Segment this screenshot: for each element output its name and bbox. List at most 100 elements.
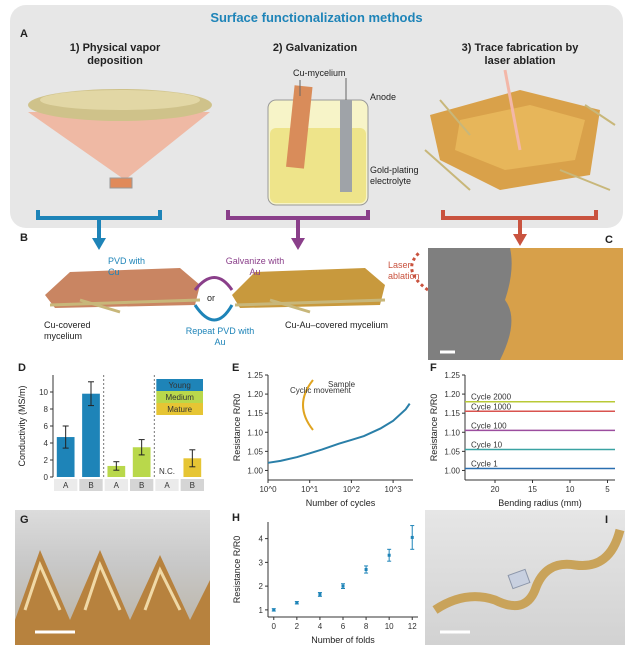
- cu-covered-label: Cu-covered mycelium: [44, 320, 91, 341]
- h-xtick-label: 10: [385, 622, 394, 631]
- cu-mycelium-label: Cu-mycelium: [293, 68, 346, 78]
- d-category-label: A: [63, 481, 69, 490]
- d-ytick-label: 4: [44, 439, 49, 448]
- h-ytick-label: 2: [259, 582, 264, 591]
- h-point: [341, 584, 345, 588]
- d-category-box: [180, 479, 204, 491]
- e-ytick-label: 1.15: [247, 409, 263, 418]
- e-ytick-label: 1.05: [247, 447, 263, 456]
- d-bar: [56, 437, 75, 477]
- anode-label: Anode: [370, 92, 397, 102]
- panel-g-illustration: [15, 550, 210, 645]
- d-bar: [107, 465, 126, 477]
- d-ytick-label: 8: [44, 405, 49, 414]
- laser-ablation-label: Laser ablation: [388, 260, 420, 281]
- panel-f-letter: F: [430, 362, 437, 374]
- cu-covered-sample: [45, 268, 200, 308]
- e-xtick-label: 10^3: [385, 485, 403, 494]
- d-bar: [132, 447, 151, 477]
- f-ylabel: Resistance R/R0: [429, 394, 439, 462]
- d-bar: [183, 458, 202, 477]
- f-ytick-label: 1.15: [444, 409, 460, 418]
- f-xtick-label: 10: [566, 485, 575, 494]
- e-xlabel: Number of cycles: [306, 498, 376, 508]
- cu-mycelium-strip: [286, 85, 313, 169]
- e-ytick-label: 1.00: [247, 466, 263, 475]
- d-legend-swatch: [156, 379, 203, 391]
- h-point: [364, 568, 368, 571]
- h-xlabel: Number of folds: [311, 635, 375, 645]
- h-point: [410, 535, 414, 539]
- f-xlabel: Bending radius (mm): [498, 498, 582, 508]
- repeat-pvd-arrow: [193, 304, 234, 322]
- d-ytick-label: 2: [44, 456, 49, 465]
- h-point: [272, 608, 276, 612]
- f-series-label: Cycle 100: [471, 421, 507, 430]
- panel-a-letter: A: [20, 28, 28, 40]
- h-xtick-label: 12: [408, 622, 417, 631]
- f-ytick-label: 1.10: [444, 428, 460, 437]
- pvd-cone: [28, 112, 210, 180]
- d-category-label: B: [139, 481, 144, 490]
- panel-d-letter: D: [18, 362, 26, 374]
- f-ytick-label: 1.20: [444, 390, 460, 399]
- panel-a-title: Surface functionalization methods: [210, 10, 423, 25]
- h-xtick-label: 4: [318, 622, 323, 631]
- cuau-covered-label: Cu-Au–covered mycelium: [285, 320, 389, 330]
- f-series-label: Cycle 1000: [471, 402, 512, 411]
- panel-b-letter: B: [20, 232, 28, 244]
- d-bar: [82, 393, 100, 477]
- d-category-label: A: [164, 481, 170, 490]
- d-legend-label: Young: [168, 381, 190, 390]
- e-xtick-label: 10^2: [343, 485, 361, 494]
- laser-beam: [503, 69, 522, 151]
- galvanize-arrow: [193, 276, 234, 291]
- laser-bracket: [441, 210, 598, 236]
- f-series-label: Cycle 10: [471, 440, 503, 449]
- f-series-label: Cycle 2000: [471, 393, 512, 402]
- method3-label: 3) Trace fabrication by laser ablation: [461, 42, 579, 67]
- h-xtick-label: 8: [364, 622, 369, 631]
- pvd-bracket: [36, 210, 162, 240]
- d-category-box: [155, 479, 179, 491]
- d-category-box: [130, 479, 154, 491]
- panel-c-letter: C: [605, 234, 613, 246]
- panel-h-letter: H: [232, 512, 240, 524]
- h-xtick-label: 2: [295, 622, 300, 631]
- f-ytick-label: 1.00: [444, 466, 460, 475]
- panel-i-illustration: [432, 528, 625, 634]
- e-inset-cyclic: Cyclic movement: [290, 386, 352, 395]
- anode: [340, 100, 352, 192]
- e-xtick-label: 10^1: [301, 485, 319, 494]
- panel-e-letter: E: [232, 362, 240, 374]
- e-ylabel: Resistance R/R0: [232, 394, 242, 462]
- galvanize-bracket: [226, 210, 370, 240]
- e-series-line: [267, 403, 411, 464]
- f-xtick-label: 20: [491, 485, 500, 494]
- laser-arrow: [410, 250, 429, 292]
- e-ytick-label: 1.20: [247, 390, 263, 399]
- d-category-box: [79, 479, 103, 491]
- d-nc-annotation: N.C.: [159, 467, 175, 476]
- galvanize-label: Galvanize with Au: [225, 256, 285, 277]
- f-ytick-label: 1.05: [444, 447, 460, 456]
- pvd-source: [109, 177, 133, 189]
- method1-label: 1) Physical vapor deposition: [69, 42, 161, 67]
- d-category-label: A: [114, 481, 120, 490]
- d-ylabel: Conductivity (MS/m): [17, 385, 27, 466]
- h-point: [295, 601, 299, 605]
- d-ytick-label: 10: [39, 388, 48, 397]
- pvd-cu-label: PVD with Cu: [108, 256, 146, 277]
- d-legend-swatch: [156, 391, 203, 403]
- f-xtick-label: 5: [605, 485, 610, 494]
- panel-g-letter: G: [20, 514, 29, 526]
- d-legend-label: Mature: [167, 405, 192, 414]
- repeat-pvd-label: Repeat PVD with Au: [185, 326, 255, 347]
- d-legend-label: Medium: [165, 393, 194, 402]
- e-ytick-label: 1.25: [247, 371, 263, 380]
